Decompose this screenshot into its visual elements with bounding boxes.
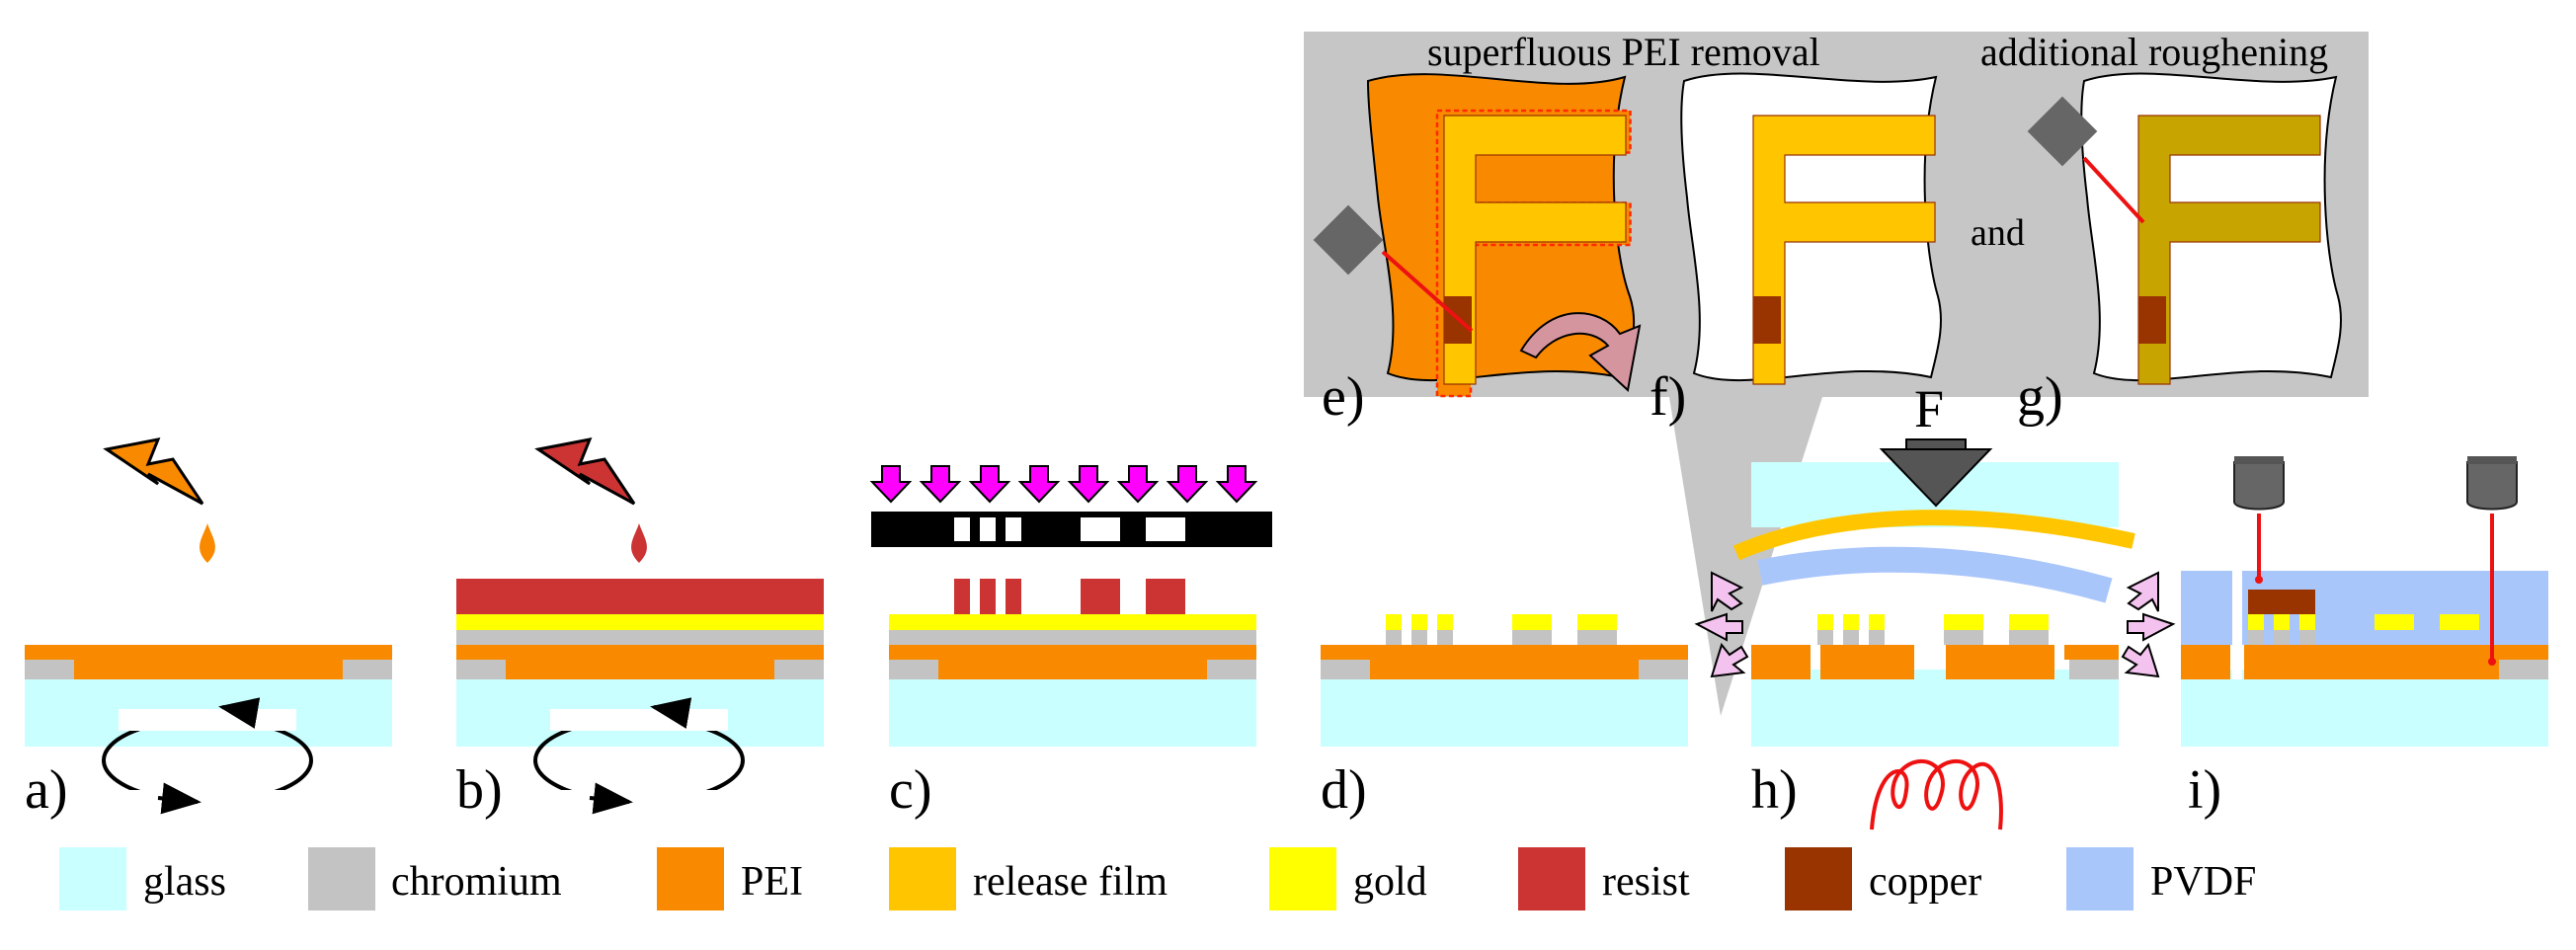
callout-title-right: additional roughening [1980,30,2328,74]
sheet-e [1313,73,1636,398]
release-film-curve [1732,510,2135,561]
step-label-e: e) [1322,366,1365,428]
uv-arrows [869,465,1258,504]
sheet-f [1680,72,1942,385]
step-d: d) [1321,614,1688,821]
legend-swatch-resist [1518,847,1585,910]
legend-label-glass: glass [143,859,226,905]
legend-swatch-chromium [308,847,375,910]
legend-swatch-gold [1269,847,1336,910]
step-h: F h) [1694,379,2176,831]
step-c: c) [869,465,1272,821]
force-label: F [1914,379,1944,438]
pipette-red [534,437,647,563]
step-b: b) [456,437,824,821]
step-label-i: i) [2188,759,2221,821]
sheet-g [2027,72,2342,385]
legend-label-pei: PEI [741,859,803,905]
legend-label-copper: copper [1869,859,1981,905]
blade-i-right [2466,456,2518,666]
and-label: and [1971,212,2025,254]
curved-arrow-e-to-f [1519,312,1642,392]
photomask [871,512,1272,547]
callout-title-left: superfluous PEI removal [1427,30,1820,74]
legend-swatch-pei [657,847,724,910]
legend-label-pvdf: PVDF [2150,859,2256,905]
heater-coil [1870,758,2003,831]
blade-i-left [2233,456,2285,584]
step-label-g: g) [2017,366,2063,428]
blade-line-e [1381,250,1474,333]
step-label-c: c) [889,759,932,821]
legend-swatch-pvdf [2066,847,2133,910]
step-label-f: f) [1650,366,1686,428]
pvdf-curve [1757,546,2113,603]
press-force: F [1879,379,1993,508]
step-label-d: d) [1321,759,1367,821]
step-label-b: b) [456,759,503,821]
step-a: a) [25,437,392,821]
legend: glass chromium PEI release film gold res… [59,847,2256,910]
legend-swatch-glass [59,847,126,910]
blade-e [1313,204,1384,276]
legend-swatch-copper [1785,847,1852,910]
legend-swatch-release-film [889,847,956,910]
legend-label-gold: gold [1353,859,1427,905]
step-label-a: a) [25,759,68,821]
legend-label-chromium: chromium [391,859,562,905]
squeeze-arrows [1694,571,2176,678]
legend-label-resist: resist [1602,859,1690,905]
blade-line-g [2082,156,2145,224]
step-label-h: h) [1751,759,1798,821]
step-i: i) [2181,456,2548,821]
legend-label-release-film: release film [973,859,1167,905]
pipette-orange [103,437,215,563]
